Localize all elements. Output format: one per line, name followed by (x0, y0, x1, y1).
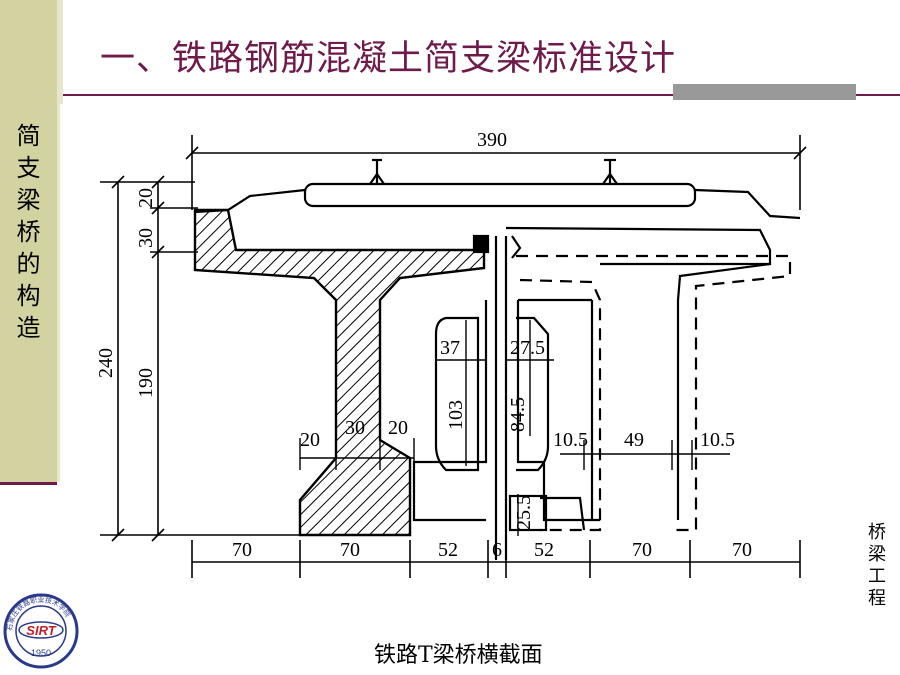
sidebar-char: 构 (16, 282, 41, 310)
dim-20-left: 20 (300, 429, 320, 451)
course-tag: 桥 梁 工 程 (862, 522, 892, 610)
dim-bottom-70-c: 70 (632, 539, 652, 561)
sidebar-rule (0, 482, 57, 485)
course-tag-char: 程 (868, 588, 886, 609)
dim-30: 30 (345, 417, 365, 439)
dim-10-5-left: 10.5 (553, 429, 588, 451)
dim-top-20: 20 (135, 188, 157, 208)
bottom-dimensions (191, 540, 801, 578)
course-tag-char: 工 (868, 566, 886, 587)
dim-27-5: 27.5 (510, 337, 545, 359)
sidebar-title: 简 支 梁 桥 的 构 造 (0, 120, 57, 344)
dashed-outline (516, 254, 792, 532)
sidebar-char: 造 (16, 314, 41, 342)
top-dimension (185, 135, 807, 210)
dim-25-5: 25.5 (513, 495, 535, 530)
sidebar-char: 简 (16, 122, 41, 150)
sidebar-band (0, 0, 57, 482)
course-tag-char: 梁 (868, 544, 886, 565)
school-logo: 石家庄铁路职业技术学院 SIRT 1950 (3, 593, 79, 669)
dim-10-5-right: 10.5 (700, 429, 735, 451)
sidebar-char: 梁 (16, 186, 41, 214)
logo-center-text: SIRT (26, 623, 56, 638)
logo-inner-ring (15, 605, 67, 657)
dim-bottom-70-a: 70 (232, 539, 252, 561)
cross-section-drawing: 390 20 30 240 190 (60, 104, 858, 624)
page-title: 一、铁路钢筋混凝土简支梁标准设计 (100, 39, 677, 79)
course-tag-char: 桥 (868, 522, 886, 543)
inner-openings (434, 316, 586, 532)
dim-top-30: 30 (135, 228, 157, 248)
dim-bottom-52-a: 52 (438, 539, 458, 561)
sidebar-char: 支 (16, 154, 41, 182)
flange-joint (472, 234, 522, 560)
title-accent-bar (673, 84, 856, 100)
logo-year: 1950 (31, 648, 51, 658)
dim-total-width: 390 (477, 129, 507, 151)
dim-103: 103 (445, 400, 467, 430)
dim-height-190: 190 (135, 368, 157, 398)
dim-84-5: 84.5 (507, 397, 529, 432)
sidebar-char: 的 (16, 250, 41, 278)
sidebar-char: 桥 (16, 218, 41, 246)
figure-caption: 铁路T梁桥横截面 (374, 643, 543, 668)
title-rule (63, 94, 900, 96)
left-dimensions (100, 175, 300, 542)
dim-bottom-70-b: 70 (340, 539, 360, 561)
dim-bottom-70-d: 70 (732, 539, 752, 561)
dim-bottom-52-b: 52 (534, 539, 554, 561)
dim-49: 49 (624, 429, 644, 451)
logo-ellipse (18, 621, 64, 639)
dim-height-240: 240 (95, 348, 117, 378)
dim-bottom-6: 6 (492, 539, 502, 561)
inner-dimension-lines (299, 320, 730, 536)
dim-37: 37 (440, 337, 460, 359)
dim-20-right: 20 (388, 417, 408, 439)
